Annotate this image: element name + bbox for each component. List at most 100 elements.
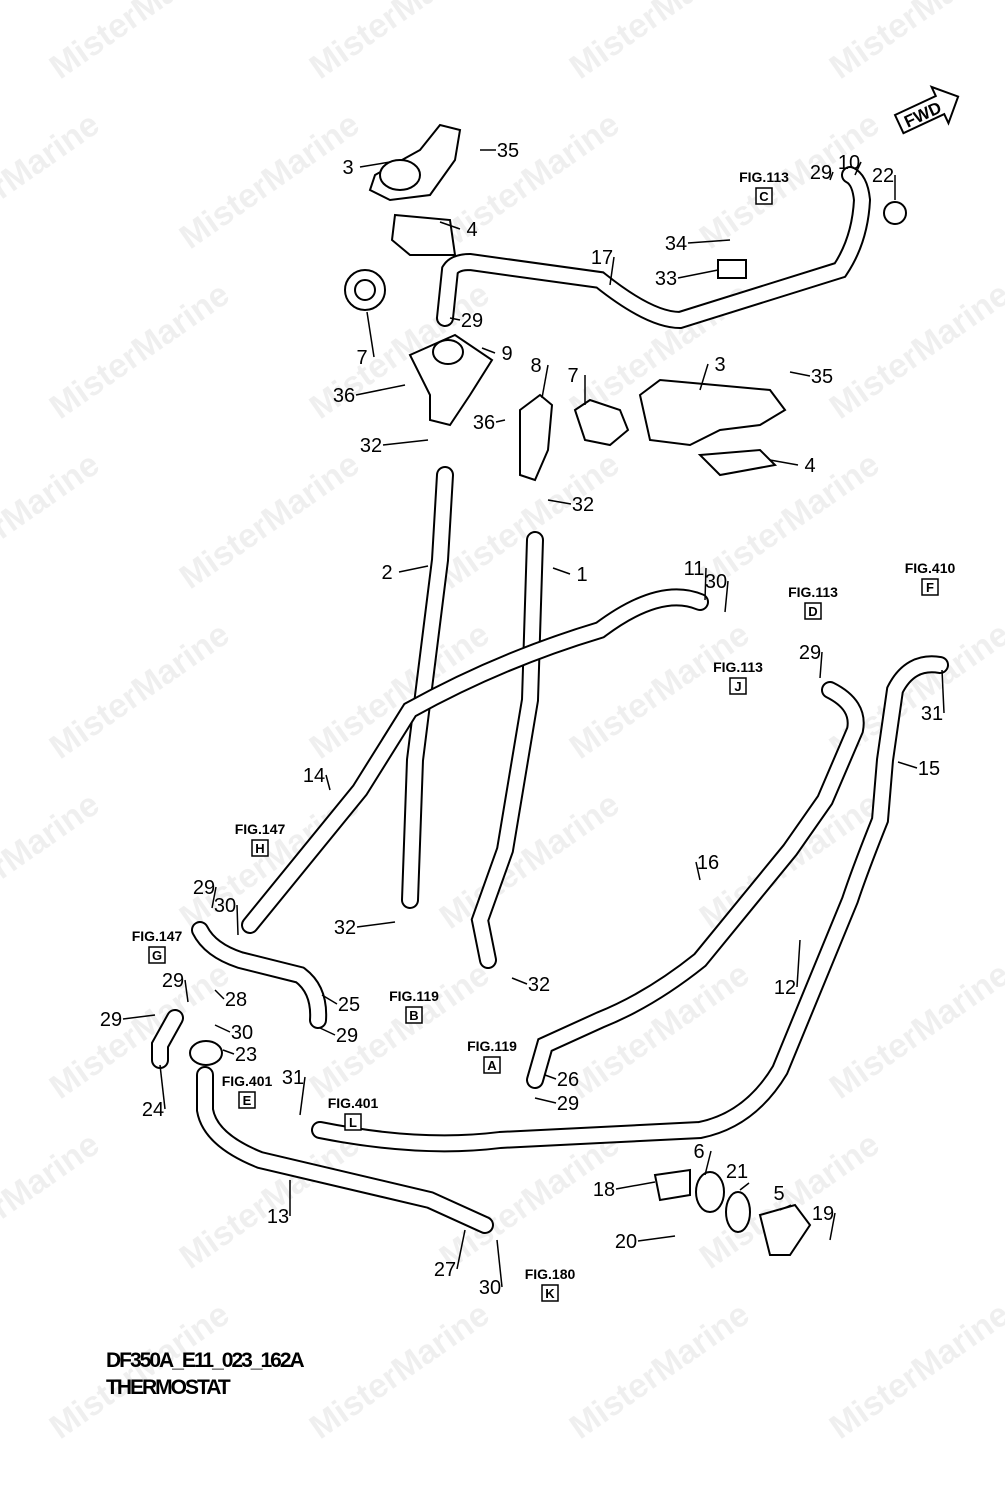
diagram-title: DF350A_E11_023_162A THERMOSTAT (106, 1347, 305, 1401)
leader-line (439, 221, 461, 230)
watermark-text: MisterMarine (0, 105, 106, 256)
callout-20: 20 (615, 1231, 637, 1253)
hose (313, 657, 947, 1151)
callout-12: 12 (774, 977, 796, 999)
leader-line (769, 459, 799, 466)
figure-ref-label: FIG.113 (713, 659, 763, 675)
leader-line (319, 1027, 336, 1036)
watermark-text: MisterMarine (303, 0, 497, 87)
callout-33: 33 (655, 268, 677, 290)
callout-26: 26 (557, 1069, 579, 1091)
hose (403, 468, 452, 907)
callout-36: 36 (333, 385, 355, 407)
callout-31: 31 (921, 703, 943, 725)
watermark-text: MisterMarine (433, 785, 627, 936)
figure-ref-box (405, 1006, 423, 1024)
hoses (151, 166, 949, 1234)
leader-line (325, 774, 331, 791)
leader-line (184, 979, 189, 1003)
callout-35: 35 (811, 366, 833, 388)
watermark-text: MisterMarine (43, 615, 237, 766)
figure-ref-box (238, 1091, 256, 1109)
callout-15: 15 (918, 758, 940, 780)
leader-line (222, 1049, 235, 1055)
watermark-text: MisterMarine (303, 615, 497, 766)
callout-22: 22 (872, 165, 894, 187)
elbow-8 (519, 393, 554, 482)
figure-ref-letter: J (734, 679, 741, 694)
thermostat-cover-right (638, 378, 787, 447)
hose (198, 1068, 492, 1232)
callout-16: 16 (697, 852, 719, 874)
callout-29: 29 (557, 1093, 579, 1115)
callout-29: 29 (162, 970, 184, 992)
callout-36: 36 (473, 412, 495, 434)
figure-ref-label: FIG.119 (467, 1038, 517, 1054)
figure-ref-letter: A (487, 1058, 497, 1073)
callout-4: 4 (804, 455, 815, 477)
figure-ref-label: FIG.410 (905, 560, 956, 576)
callout-23: 23 (235, 1044, 257, 1066)
thermostat-right (573, 398, 630, 447)
watermark-text: MisterMarine (823, 0, 1005, 87)
leader-line (677, 269, 719, 279)
callout-6: 6 (693, 1141, 704, 1163)
callout-5: 5 (773, 1183, 784, 1205)
callout-30: 30 (214, 895, 236, 917)
figure-ref-letter: C (759, 189, 769, 204)
leader-line (449, 317, 461, 321)
leader-line (687, 239, 731, 244)
leader-line (789, 371, 811, 377)
callout-19: 19 (812, 1203, 834, 1225)
leader-line (355, 384, 406, 396)
callout-18: 18 (593, 1179, 615, 1201)
callout-30: 30 (705, 571, 727, 593)
figure-ref-letter: K (545, 1286, 555, 1301)
grommet-23 (189, 1040, 223, 1066)
callout-10: 10 (838, 152, 860, 174)
figure-ref-box (541, 1284, 559, 1302)
leader-line (829, 171, 834, 181)
callout-29: 29 (336, 1025, 358, 1047)
valve-18 (653, 1168, 691, 1202)
figure-ref-letter: L (349, 1115, 357, 1130)
leader-line (481, 347, 496, 354)
figure-ref-label: FIG.147 (132, 928, 183, 944)
seal-6 (695, 1171, 725, 1213)
figure-ref-label: FIG.113 (788, 584, 838, 600)
leader-line (159, 1064, 166, 1110)
figure-ref-letter: B (409, 1008, 418, 1023)
figure-ref-label: FIG.401 (328, 1095, 379, 1111)
leader-line (456, 1229, 466, 1270)
callout-29: 29 (461, 310, 483, 332)
leader-line (211, 886, 217, 909)
callout-25: 25 (338, 994, 360, 1016)
callout-7: 7 (567, 365, 578, 387)
figure-ref-letter: G (152, 948, 162, 963)
watermark-text: MisterMarine (173, 445, 367, 596)
leader-line (122, 1014, 156, 1020)
figure-ref-box (344, 1113, 362, 1131)
gasket-upper (390, 213, 457, 256)
figure-ref-letter: E (243, 1093, 252, 1108)
callout-29: 29 (100, 1009, 122, 1031)
leader-line (704, 567, 707, 601)
watermark-text: MisterMarine (173, 1125, 367, 1276)
figure-ref-box (729, 677, 747, 695)
callout-29: 29 (799, 642, 821, 664)
callout-7: 7 (356, 347, 367, 369)
figure-ref-label: FIG.113 (739, 169, 789, 185)
leader-line (214, 1024, 231, 1033)
leader-line (299, 1076, 306, 1116)
